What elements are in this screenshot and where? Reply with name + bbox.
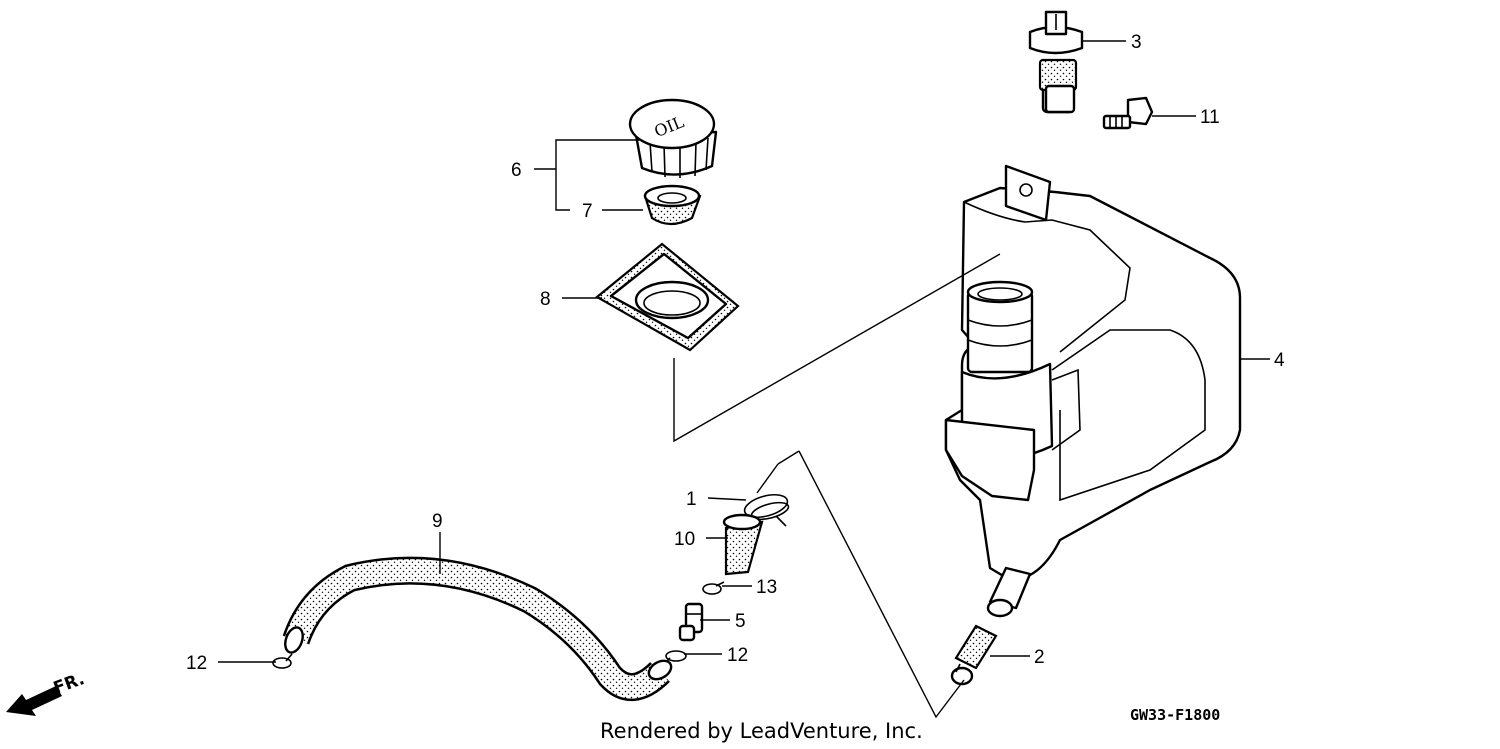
callout-11: 11 xyxy=(1200,107,1220,128)
small-clip-part xyxy=(702,581,725,595)
oil-strainer-part xyxy=(950,624,998,686)
callout-12-right: 12 xyxy=(727,645,748,666)
cap-gasket-part xyxy=(643,184,702,226)
oil-level-sensor-part xyxy=(1028,10,1084,114)
callout-4: 4 xyxy=(1274,350,1285,371)
callout-5: 5 xyxy=(735,611,746,632)
callout-1: 1 xyxy=(686,489,697,510)
callout-12-left: 12 xyxy=(186,653,207,674)
footer-credit: Rendered by LeadVenture, Inc. xyxy=(600,719,923,743)
filler-grommet-part xyxy=(595,242,740,352)
callout-7: 7 xyxy=(582,201,593,222)
callout-labels: 3 11 6 7 8 4 1 10 13 5 12 2 9 12 xyxy=(186,32,1285,674)
oil-tank-part xyxy=(944,164,1242,618)
front-marker-label: FR. xyxy=(51,669,87,699)
front-direction-marker: FR. xyxy=(6,669,87,716)
leader-lines xyxy=(218,40,1270,663)
callout-2: 2 xyxy=(1034,647,1045,668)
callout-3: 3 xyxy=(1131,32,1142,53)
hose-clip-small-left-part xyxy=(272,653,293,669)
callout-10: 10 xyxy=(674,529,695,550)
flange-bolt-part xyxy=(1102,96,1154,130)
oil-filler-cap-part: OIL xyxy=(628,98,718,178)
joint-fitting-part xyxy=(678,602,704,642)
callout-6: 6 xyxy=(511,160,522,181)
drawing-code: GW33-F1800 xyxy=(1130,706,1220,724)
front-arrow-icon xyxy=(6,686,62,716)
joint-tube-part xyxy=(722,513,764,576)
callout-8: 8 xyxy=(540,289,551,310)
callout-13: 13 xyxy=(756,577,777,598)
oil-hose-part xyxy=(282,556,673,702)
callout-9: 9 xyxy=(432,511,443,532)
assembly-lines xyxy=(673,253,1001,719)
